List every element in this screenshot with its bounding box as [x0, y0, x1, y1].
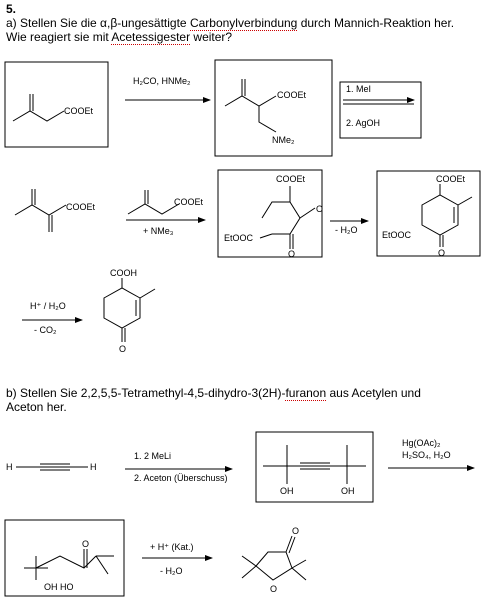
ring-cooet: COOEt — [436, 174, 466, 184]
furanone-keto-o: O — [292, 526, 299, 536]
acetylene-h-left: H — [6, 462, 13, 472]
diol-oh2: OH — [341, 486, 355, 496]
ketol-o: O — [82, 539, 89, 549]
decarb-reagent2: - CO₂ — [34, 325, 57, 335]
cyclic-product-box — [376, 170, 481, 257]
ring-etooc: EtOOC — [382, 230, 412, 240]
task-b-line1: b) Stellen Sie 2,2,5,5-Tetramethyl-4,5-d… — [6, 386, 421, 401]
aceton-reagent: 2. Aceton (Überschuss) — [134, 473, 228, 483]
diol-oh1: OH — [280, 486, 294, 496]
cycl-reagent1: + H⁺ (Kat.) — [150, 542, 194, 552]
decarb-reagent1: H⁺ / H₂O — [30, 301, 66, 311]
mannich-reagent: H₂CO, HNMe₂ — [133, 76, 191, 86]
ketol-oh-ho: OH HO — [44, 582, 74, 592]
final-cooh: COOH — [110, 268, 137, 278]
michael-adduct-box — [217, 169, 323, 258]
cycl-reagent2: - H₂O — [160, 566, 183, 576]
task-a-line2: Wie reagiert sie mit Acetessigester weit… — [6, 30, 233, 45]
adduct-o1: O — [316, 204, 323, 214]
task-b-line2: Aceton her. — [6, 400, 67, 414]
final-o: O — [119, 344, 126, 354]
mannich-amine: NMe₂ — [272, 135, 295, 145]
start-cooet: COOEt — [64, 106, 94, 116]
donor-cooet: COOEt — [174, 197, 204, 207]
starting-material-box — [4, 61, 109, 148]
hgoac-reagent: Hg(OAc)₂ — [402, 438, 441, 448]
aldol-reagent: - H₂O — [335, 225, 358, 235]
mei-reagent: 1. MeI — [346, 84, 371, 94]
diol-box — [255, 431, 374, 503]
mannich-cooet: COOEt — [277, 90, 307, 100]
enone-cooet: COOEt — [66, 202, 96, 212]
ring-o: O — [438, 248, 445, 258]
acetoacetate-chain — [12, 110, 65, 122]
acetylene-h-right: H — [90, 462, 97, 472]
mannich-product-box — [214, 59, 333, 157]
ketol-box — [4, 519, 125, 597]
meli-reagent: 1. 2 MeLi — [134, 451, 171, 461]
quaternization-box — [339, 81, 422, 139]
task-number: 5. — [6, 2, 17, 16]
michael-reagent: + NMe₃ — [143, 226, 174, 236]
task-a-line1: a) Stellen Sie die α,β-ungesättigte Carb… — [6, 16, 455, 31]
furanone-ring-o: O — [270, 584, 277, 594]
adduct-cooet: COOEt — [276, 174, 306, 184]
adduct-etooc: EtOOC — [224, 233, 254, 243]
h2so4-reagent: H₂SO₄, H₂O — [402, 450, 451, 460]
agoh-reagent: 2. AgOH — [346, 118, 380, 128]
adduct-o2: O — [288, 249, 295, 259]
